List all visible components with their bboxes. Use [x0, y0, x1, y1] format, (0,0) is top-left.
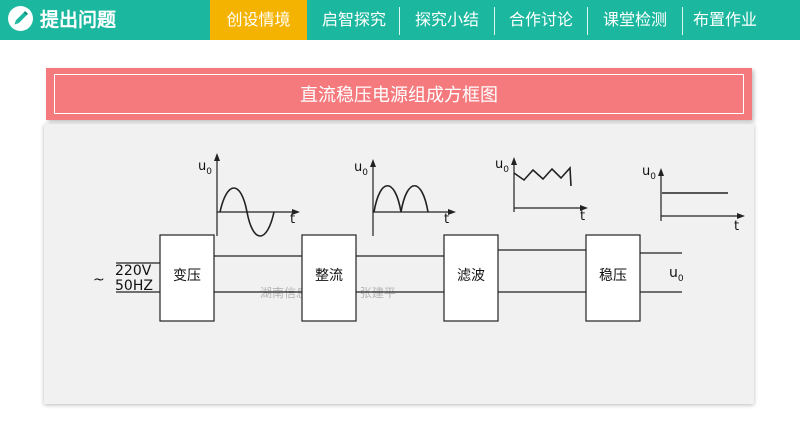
heading-frame — [54, 74, 744, 114]
input-voltage-label: 220V — [115, 263, 152, 279]
waveform-full-wave-rectified: u0 t — [354, 159, 456, 236]
tab-homework[interactable]: 布置作业 — [692, 10, 757, 29]
diagram-panel: 湖南信息工程学校 张建平 ~ 220V 50HZ 变压 整流 滤波 稳压 u0 … — [44, 124, 754, 404]
tab-summary[interactable]: 探究小结 — [414, 10, 479, 29]
pencil-icon — [8, 6, 33, 31]
block-filter-label: 滤波 — [457, 268, 485, 284]
tab-divider — [494, 7, 495, 35]
svg-text:u0: u0 — [354, 160, 368, 178]
section-title: 提出问题 — [40, 9, 117, 31]
power-supply-block-diagram: 湖南信息工程学校 张建平 ~ 220V 50HZ 变压 整流 滤波 稳压 u0 … — [93, 153, 745, 322]
waveform-sine: u0 t — [198, 153, 300, 237]
tab-discussion[interactable]: 合作讨论 — [508, 10, 573, 29]
slide-heading: 直流稳压电源组成方框图 — [300, 85, 498, 106]
input-frequency-label: 50HZ — [115, 278, 153, 294]
top-navigation-bar: 提出问题 创设情境 启智探究 探究小结 合作讨论 课堂检测 布置作业 — [0, 0, 800, 40]
block-rectifier — [301, 234, 357, 322]
svg-text:u0: u0 — [642, 164, 656, 182]
svg-text:t: t — [580, 209, 585, 224]
block-transformer — [159, 234, 215, 322]
tab-divider — [399, 7, 400, 35]
svg-text:u0: u0 — [495, 157, 509, 175]
svg-text:t: t — [290, 212, 295, 227]
tab-create-scenario[interactable]: 创设情境 — [210, 0, 307, 40]
tab-class-test[interactable]: 课堂检测 — [602, 10, 667, 29]
block-rectifier-label: 整流 — [315, 268, 343, 284]
tab-divider — [682, 7, 683, 35]
block-regulator — [585, 234, 641, 322]
waveform-flat-dc: u0 t — [642, 164, 745, 234]
block-transformer-label: 变压 — [173, 268, 201, 284]
svg-text:t: t — [444, 212, 449, 227]
svg-text:u0: u0 — [198, 159, 212, 177]
block-filter — [443, 234, 499, 322]
ac-symbol: ~ — [93, 272, 105, 288]
tab-divider — [587, 7, 588, 35]
block-regulator-label: 稳压 — [599, 268, 627, 284]
slide-heading-banner: 直流稳压电源组成方框图 — [46, 68, 752, 120]
svg-text:t: t — [734, 219, 739, 234]
output-label: u0 — [669, 265, 684, 284]
tab-inquiry[interactable]: 启智探究 — [321, 10, 386, 29]
waveform-sawtooth-ripple: u0 t — [495, 157, 588, 224]
